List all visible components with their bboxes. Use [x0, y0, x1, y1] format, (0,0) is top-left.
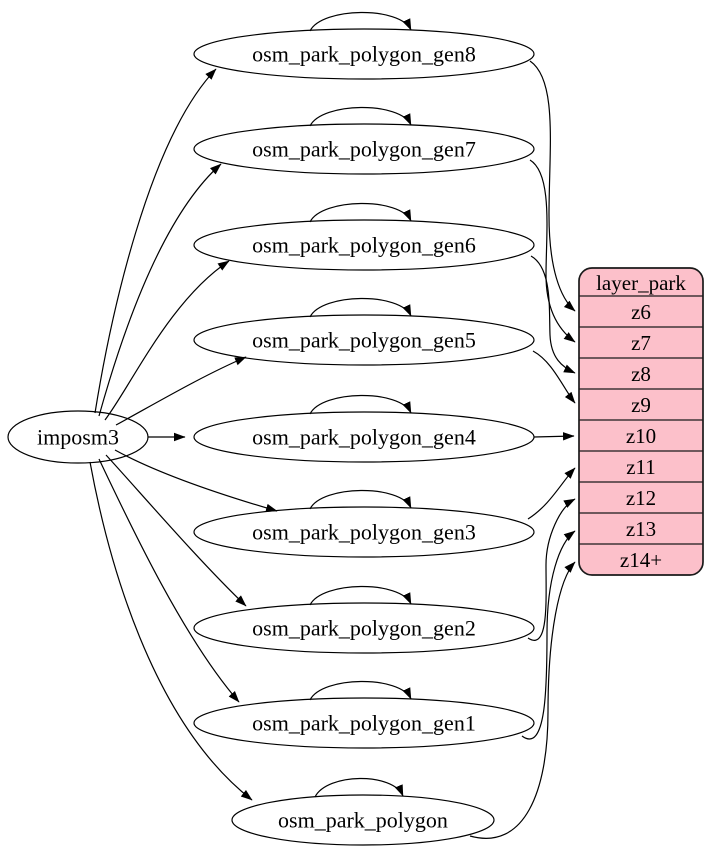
edge-imposm3-to-gen3: [114, 449, 278, 512]
edge-imposm3-to-polygon: [89, 461, 253, 801]
row-z6: z6: [631, 300, 651, 324]
self-loop-gen8: [309, 11, 412, 32]
self-loop-gen7: [309, 106, 412, 127]
self-loop-gen4: [309, 394, 412, 415]
edge-gen5-to-z9: [532, 350, 576, 404]
gen4-label: osm_park_polygon_gen4: [252, 424, 476, 449]
edge-gen8-to-z6: [529, 60, 576, 312]
row-z11: z11: [626, 455, 656, 479]
gen8-label: osm_park_polygon_gen8: [252, 41, 476, 66]
polygon-label: osm_park_polygon: [278, 807, 448, 832]
edges-imposm3: [89, 68, 278, 801]
polygon-ellipse: [231, 794, 495, 846]
edge-gen7-to-z7: [529, 159, 576, 343]
edge-gen4-to-z10: [533, 432, 575, 441]
gen5-ellipse: [193, 314, 535, 366]
edge-imposm3-to-gen8: [94, 68, 217, 414]
edge-imposm3-to-gen1: [98, 458, 240, 703]
layer-park-table: layer_park z6 z7 z8 z9 z10 z11 z12 z13 z…: [578, 267, 704, 576]
node-osm-park-polygon-gen6: osm_park_polygon_gen6: [193, 219, 535, 271]
self-loop-gen2: [309, 585, 412, 606]
edge-imposm3-to-gen7: [98, 163, 222, 417]
edge-imposm3-to-gen2: [105, 454, 247, 607]
edge-gen6-to-z8: [530, 255, 576, 374]
gen3-label: osm_park_polygon_gen3: [252, 519, 476, 544]
layer-park-table-box: [578, 267, 704, 576]
row-z10: z10: [626, 424, 656, 448]
gen5-label: osm_park_polygon_gen5: [252, 327, 476, 352]
gen7-ellipse: [193, 123, 535, 175]
row-z9: z9: [631, 393, 651, 417]
node-imposm3: imposm3: [7, 410, 149, 464]
gen2-label: osm_park_polygon_gen2: [252, 615, 476, 640]
gen8-ellipse: [193, 28, 535, 80]
edge-imposm3-to-gen6: [104, 260, 230, 421]
edge-gen1-to-z13: [521, 530, 576, 740]
node-osm-park-polygon-gen1: osm_park_polygon_gen1: [193, 697, 535, 749]
row-z8: z8: [631, 362, 651, 386]
gen1-ellipse: [193, 697, 535, 749]
edge-polygon-to-z14plus: [469, 561, 576, 839]
self-loop-polygon: [314, 777, 404, 798]
self-loop-gen1: [309, 680, 412, 701]
gen2-ellipse: [193, 602, 535, 654]
self-loop-gen5: [309, 297, 412, 318]
row-z7: z7: [631, 331, 651, 355]
gen3-ellipse: [193, 506, 535, 558]
imposm3-label: imposm3: [37, 424, 119, 449]
layer-park-title: layer_park: [596, 271, 686, 295]
node-osm-park-polygon-gen3: osm_park_polygon_gen3: [193, 506, 535, 558]
node-osm-park-polygon-gen2: osm_park_polygon_gen2: [193, 602, 535, 654]
edges-self-loops: [309, 11, 412, 798]
node-osm-park-polygon: osm_park_polygon: [231, 794, 495, 846]
self-loop-gen3: [309, 489, 412, 510]
gen6-label: osm_park_polygon_gen6: [252, 232, 476, 257]
gen6-ellipse: [193, 219, 535, 271]
edge-gen3-to-z11: [527, 467, 576, 520]
row-z13: z13: [626, 517, 656, 541]
edge-imposm3-to-gen5: [115, 356, 247, 426]
node-osm-park-polygon-gen5: osm_park_polygon_gen5: [193, 314, 535, 366]
node-osm-park-polygon-gen4: osm_park_polygon_gen4: [193, 411, 535, 463]
gen7-label: osm_park_polygon_gen7: [252, 136, 476, 161]
edges-to-layer-table: [469, 60, 576, 839]
self-loop-gen6: [309, 202, 412, 223]
edge-gen2-to-z12: [527, 498, 576, 641]
row-z14plus: z14+: [620, 548, 662, 572]
node-osm-park-polygon-gen7: osm_park_polygon_gen7: [193, 123, 535, 175]
gen1-label: osm_park_polygon_gen1: [252, 710, 476, 735]
node-osm-park-polygon-gen8: osm_park_polygon_gen8: [193, 28, 535, 80]
row-z12: z12: [626, 486, 656, 510]
